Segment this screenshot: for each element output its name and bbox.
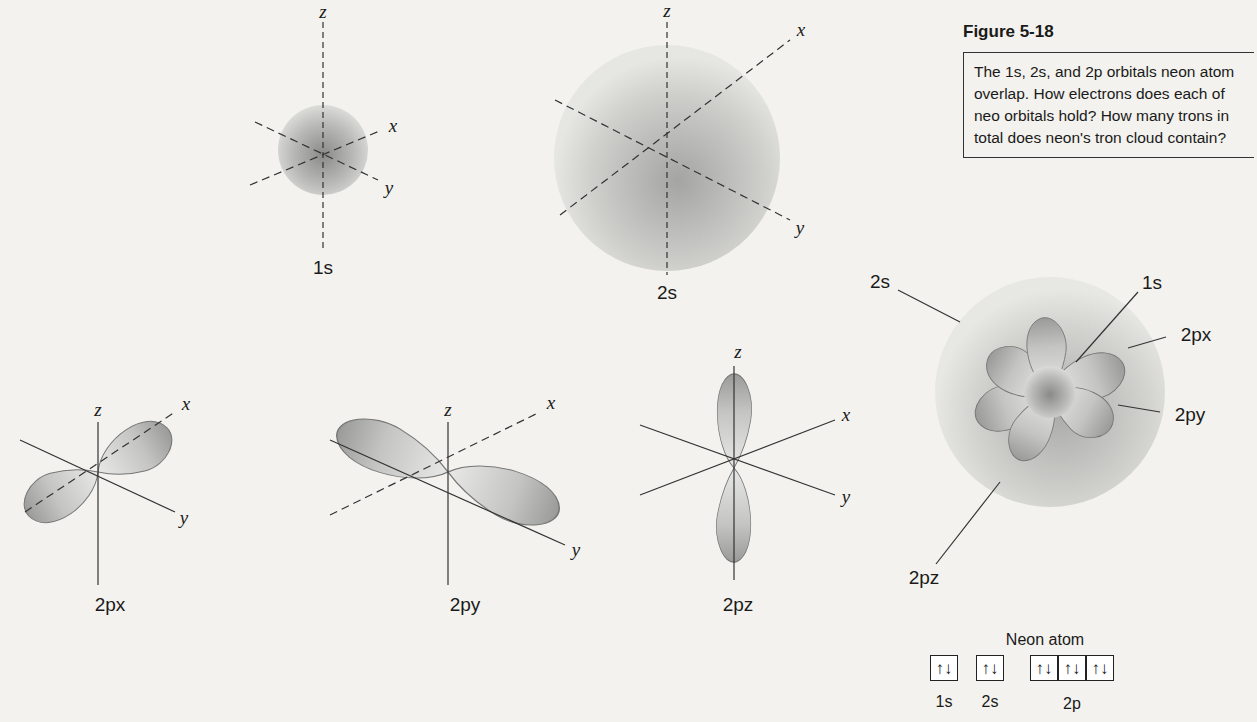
- electron-pair: ↑↓: [982, 660, 999, 677]
- axis-label: y: [180, 507, 188, 529]
- electron-box: ↑↓: [1030, 655, 1058, 681]
- axis-label: y: [572, 539, 580, 561]
- box-label: 1s: [936, 693, 953, 711]
- box-label: 2p: [1063, 695, 1081, 713]
- electron-pair: ↑↓: [936, 660, 953, 677]
- axis-label: y: [385, 177, 393, 199]
- orbital-label: 2s: [657, 282, 677, 304]
- axis-label: z: [444, 399, 451, 421]
- figure-title: Figure 5-18: [963, 22, 1054, 42]
- electron-box: ↑↓: [930, 655, 958, 681]
- electron-pair: ↑↓: [1064, 660, 1081, 677]
- callout-label: 2py: [1175, 404, 1206, 426]
- callout-label: 2px: [1181, 324, 1212, 346]
- axis-label: x: [182, 393, 190, 415]
- axis-label: x: [389, 115, 397, 137]
- orbital-label: 2pz: [723, 594, 754, 616]
- box-label: 2s: [982, 693, 999, 711]
- axis-label: z: [663, 0, 670, 22]
- callout-label: 2s: [870, 271, 890, 293]
- electron-pair: ↑↓: [1036, 660, 1053, 677]
- axis-label: x: [797, 19, 805, 41]
- electron-box: ↑↓: [1058, 655, 1086, 681]
- callout-label: 2pz: [909, 567, 940, 589]
- diagram-heading: Neon atom: [1006, 631, 1084, 649]
- axis-label: x: [842, 404, 850, 426]
- axis-label: y: [842, 486, 850, 508]
- electron-box: ↑↓: [976, 655, 1004, 681]
- callout-label: 1s: [1142, 272, 1162, 294]
- orbital-label: 1s: [313, 257, 333, 279]
- axis-label: z: [94, 399, 101, 421]
- electron-pair: ↑↓: [1092, 660, 1109, 677]
- axis-label: z: [734, 341, 741, 363]
- axis-label: y: [796, 217, 804, 239]
- electron-box: ↑↓: [1086, 655, 1114, 681]
- orbital-label: 2px: [95, 594, 126, 616]
- figure-caption: The 1s, 2s, and 2p orbitals neon atom ov…: [963, 52, 1254, 158]
- orbital-label: 2py: [450, 594, 481, 616]
- axis-label: x: [547, 392, 555, 414]
- axis-label: z: [319, 1, 326, 23]
